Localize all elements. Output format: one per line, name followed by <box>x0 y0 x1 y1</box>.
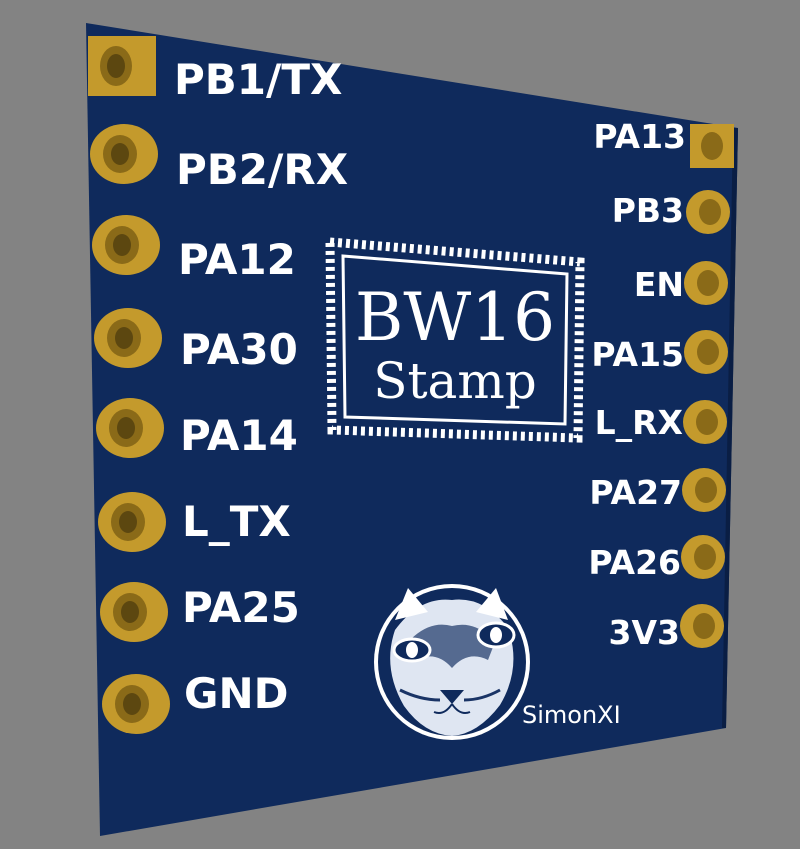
author-credit: SimonXI <box>522 701 621 729</box>
left-pin-labels: PB1/TX PB2/RX PA12 PA30 PA14 L_TX PA25 G… <box>174 55 348 718</box>
left-pad-3 <box>92 215 160 275</box>
left-pin-label: PA12 <box>178 235 296 284</box>
left-pad-5 <box>96 398 164 458</box>
right-pad-7 <box>681 535 725 579</box>
left-pad-8 <box>102 674 170 734</box>
right-pad-5 <box>683 400 727 444</box>
right-pad-3 <box>684 261 728 305</box>
left-pin-label: L_TX <box>182 497 291 546</box>
right-pin-label: 3V3 <box>609 613 680 652</box>
right-pad-1 <box>690 124 734 168</box>
left-pin-label: PA30 <box>180 325 298 374</box>
left-pin-label: PA14 <box>180 411 298 460</box>
left-pad-2 <box>90 124 158 184</box>
right-pin-label: PA13 <box>593 117 686 156</box>
right-pin-label: PA15 <box>591 335 684 374</box>
right-pin-label: PA26 <box>588 543 681 582</box>
left-pin-label: GND <box>184 669 289 718</box>
pcb-board-edge <box>722 128 738 728</box>
right-pin-label: EN <box>634 265 684 304</box>
right-pin-label: L_RX <box>595 403 683 442</box>
right-pin-labels: PA13 PB3 EN PA15 L_RX PA27 PA26 3V3 <box>588 117 686 652</box>
stamp-frame: BW16 Stamp <box>325 237 585 443</box>
left-pin-label: PB1/TX <box>174 55 342 104</box>
right-pad-8 <box>680 604 724 648</box>
right-pad-4 <box>684 330 728 374</box>
left-pad-1 <box>88 36 156 96</box>
left-pin-label: PB2/RX <box>176 145 348 194</box>
cat-eyes <box>392 621 516 663</box>
left-pad-7 <box>100 582 168 642</box>
left-pad-6 <box>98 492 166 552</box>
stamp-title: BW16 <box>355 279 555 356</box>
cat-logo <box>374 584 530 740</box>
right-pin-label: PB3 <box>612 191 684 230</box>
right-pin-label: PA27 <box>589 473 682 512</box>
right-pad-column <box>680 124 734 648</box>
right-pad-2 <box>686 190 730 234</box>
left-pad-column <box>88 36 170 734</box>
stamp-subtitle: Stamp <box>373 352 537 410</box>
right-pad-6 <box>682 468 726 512</box>
left-pad-4 <box>94 308 162 368</box>
left-pin-label: PA25 <box>182 583 300 632</box>
